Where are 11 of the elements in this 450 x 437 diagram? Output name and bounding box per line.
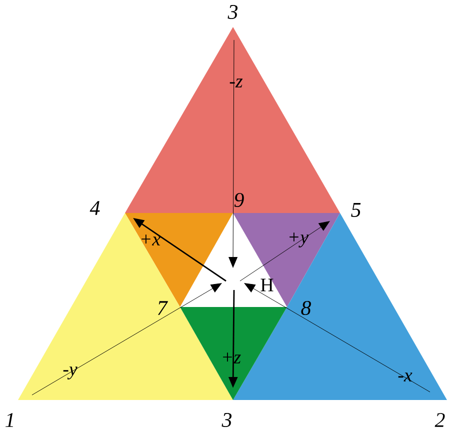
vertex-number: 3 <box>222 412 232 428</box>
vertex-number: 8 <box>301 300 311 316</box>
vertex-number: 3 <box>228 4 238 20</box>
vertex-number: 7 <box>158 301 168 315</box>
axis-label: +x <box>142 234 160 246</box>
vertex-number: 4 <box>90 201 100 215</box>
vertex-number: 2 <box>434 413 445 427</box>
vertex-number: 9 <box>234 192 244 208</box>
center-label: H <box>260 278 274 292</box>
vertex-number: 1 <box>6 413 13 427</box>
vertex-number: 5 <box>351 203 361 217</box>
